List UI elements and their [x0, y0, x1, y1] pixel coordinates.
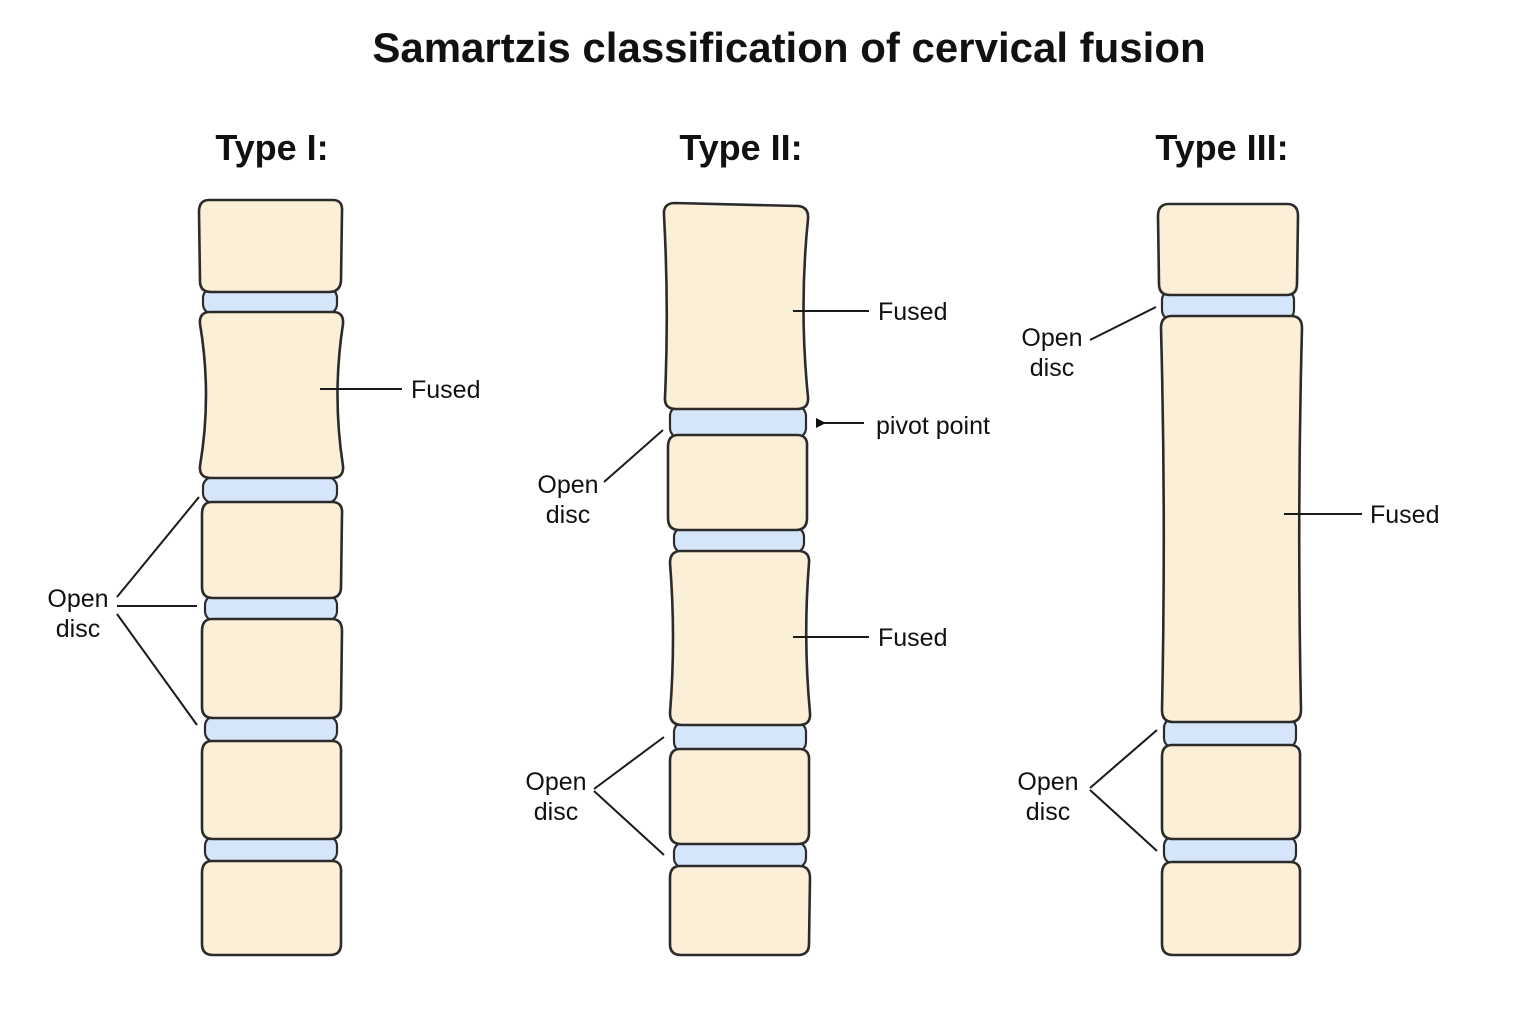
disc [672, 720, 808, 754]
fused-vertebra [198, 310, 345, 480]
open-disc-leader-line [1089, 789, 1158, 852]
type-2-heading: Type II: [679, 127, 802, 168]
open-disc-leader-line [593, 790, 665, 856]
type-3-column: Type III: Open disc Fused Open disc [1017, 127, 1439, 957]
vertebra [197, 198, 344, 294]
open-disc-label: Open [1021, 324, 1082, 352]
open-disc-label: disc [546, 501, 590, 529]
vertebra [668, 864, 812, 957]
open-disc-label: Open [1017, 768, 1078, 796]
vertebra [200, 739, 343, 841]
fused-vertebra [668, 549, 812, 727]
page-title: Samartzis classification of cervical fus… [372, 24, 1205, 71]
open-disc-label: disc [1030, 354, 1074, 382]
open-disc-label: disc [1026, 798, 1070, 826]
type-1-heading: Type I: [215, 127, 328, 168]
open-disc-label: disc [534, 798, 578, 826]
vertebra [200, 617, 344, 720]
disc [201, 475, 339, 505]
pivot-point-label: pivot point [876, 412, 990, 440]
vertebra [1160, 860, 1302, 957]
disc [672, 840, 808, 870]
vertebra [1160, 743, 1302, 841]
vertebra [200, 500, 344, 600]
open-disc-leader-line [1089, 306, 1157, 341]
pivot-disc [668, 404, 808, 440]
open-disc-label: Open [47, 585, 108, 613]
vertebra [666, 433, 809, 532]
open-disc-leader-line [603, 429, 664, 483]
vertebra [200, 859, 343, 957]
fused-label: Fused [411, 376, 480, 404]
open-disc-leader-line [1089, 729, 1158, 789]
fused-vertebra [1159, 314, 1304, 724]
fused-label-mid: Fused [878, 624, 947, 652]
open-disc-label: disc [56, 615, 100, 643]
disc [203, 714, 339, 744]
fused-label-top: Fused [878, 298, 947, 326]
vertebra [668, 747, 811, 846]
fused-label: Fused [1370, 501, 1439, 529]
type-2-column: Type II: Fused pivot point Open disc Fus… [525, 127, 990, 957]
type-1-column: Type I: Fused Open disc [47, 127, 480, 957]
open-disc-leader-line [116, 496, 200, 598]
type-3-heading: Type III: [1155, 127, 1288, 168]
vertebra [1156, 202, 1300, 297]
open-disc-label: Open [525, 768, 586, 796]
open-disc-leader-line [593, 736, 665, 790]
open-disc-label: Open [537, 471, 598, 499]
open-disc-leader-line [116, 613, 198, 726]
fused-vertebra [662, 201, 810, 411]
